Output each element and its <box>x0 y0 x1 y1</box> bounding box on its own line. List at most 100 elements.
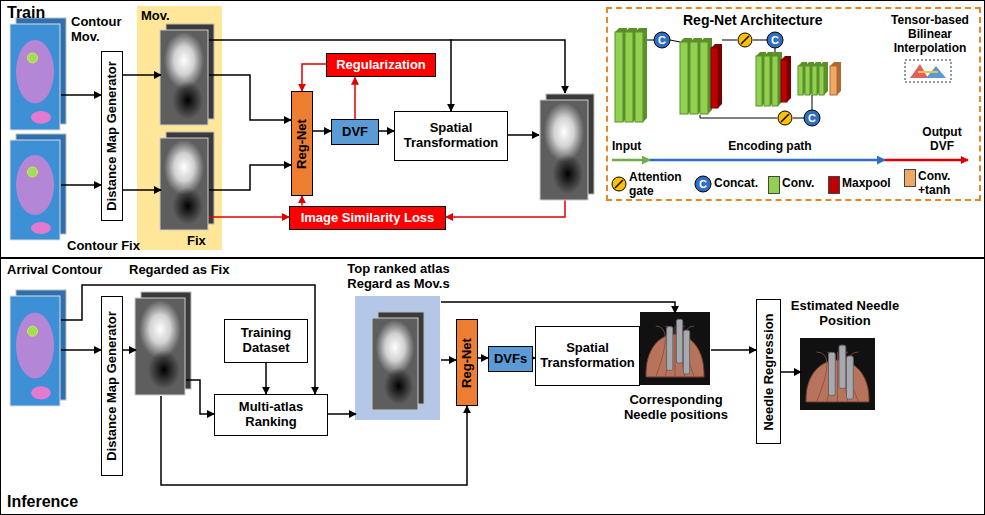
distance-shadow <box>552 154 583 194</box>
network-box: Reg-Net <box>291 91 313 196</box>
concat-letter: C <box>767 32 783 48</box>
drawing-part <box>812 95 813 110</box>
node-label: Top ranked atlas Regard as Mov.s <box>331 262 466 292</box>
node-label: Arrival Contour <box>7 263 127 278</box>
flow-arrow <box>781 371 801 373</box>
layer-slab <box>764 56 770 106</box>
output-arrow <box>885 159 968 162</box>
drawing-part <box>800 338 875 410</box>
node-label: Corresponding Needle positions <box>621 393 731 423</box>
layer-slab <box>756 56 762 106</box>
organ-contour <box>28 167 38 177</box>
drawing-part <box>817 352 828 402</box>
data-box: Training Dataset <box>224 319 308 363</box>
concat-letter: C <box>804 110 820 126</box>
node-label: Mov. <box>141 9 181 24</box>
interpolation-icon <box>918 71 938 73</box>
node-text: DVF <box>342 125 368 140</box>
concat-symbol <box>654 32 670 48</box>
distance-map-image <box>540 94 594 200</box>
legend-text: Maxpool <box>842 177 898 191</box>
concat-symbol <box>695 176 711 192</box>
layer-slab <box>615 32 623 122</box>
drawing-part <box>683 330 689 374</box>
annotation: Encoding path <box>710 140 830 154</box>
layer-slab <box>700 38 712 114</box>
layer-slab <box>819 62 828 95</box>
layer-slab <box>700 42 708 114</box>
layer-slab <box>711 44 722 108</box>
layer-slab <box>635 28 647 122</box>
node-label: Reg-Net Architecture <box>683 12 863 28</box>
organ-contour <box>16 40 54 104</box>
flow-arrow <box>209 75 291 120</box>
needle-render: Estimated Needle Position <box>801 339 876 411</box>
distance-map-image <box>372 312 424 410</box>
fixed-moving-band <box>137 6 222 250</box>
organ-contour <box>16 155 54 215</box>
organ-contour <box>16 313 54 379</box>
flow-arrow <box>186 380 214 414</box>
flow-arrow <box>328 413 356 415</box>
layer-slab <box>819 66 824 95</box>
node-text: Needle Regression <box>761 313 776 430</box>
layer-slab <box>781 56 791 102</box>
contour-image <box>10 290 66 406</box>
node-text: DVFs <box>494 352 527 367</box>
concat-symbol <box>767 32 783 48</box>
panel: Arrival ContourDistance Map Generator Reg… <box>0 258 985 515</box>
distance-shadow <box>148 350 180 389</box>
drawing-part <box>676 319 682 363</box>
image-slice <box>10 24 60 130</box>
contour-image: Contour Mov. <box>11 25 61 131</box>
interpolation-icon <box>905 60 951 82</box>
image-slice <box>160 30 208 125</box>
node-label: Inference <box>7 493 107 511</box>
node-label: Fix <box>187 234 221 249</box>
drawing-part <box>670 40 680 42</box>
flow-arrow <box>61 94 101 96</box>
annotation: Tensor-based Bilinear Interpolation <box>884 14 976 55</box>
image-slice <box>372 318 418 410</box>
node-text: Training Dataset <box>227 326 305 356</box>
contour-image: Contour Fix <box>11 141 61 241</box>
node-text: Reg-Net <box>295 119 310 169</box>
annotation: Output DVF <box>910 126 974 154</box>
distance-glow <box>164 140 204 195</box>
dvf-box: DVF <box>331 119 379 145</box>
layer-slab <box>781 60 787 102</box>
flow-arrow <box>123 349 136 351</box>
fixed-image: Fix <box>161 139 209 231</box>
flow-arrow <box>209 165 291 190</box>
flow-arrow <box>209 216 289 218</box>
distance-glow <box>376 320 415 375</box>
flow-arrow <box>209 40 451 111</box>
distance-glow <box>139 300 181 358</box>
flow-arrow <box>61 285 315 394</box>
flow-arrow <box>302 64 326 91</box>
input-arrow <box>612 159 650 162</box>
layer-slab <box>830 66 837 95</box>
annotation: Input <box>612 140 656 154</box>
drawing-part <box>656 326 666 377</box>
node-label: Contour Fix <box>67 239 157 254</box>
drawing-part <box>829 352 836 395</box>
node-text: Reg-Net <box>460 338 475 388</box>
drawing-part <box>675 326 676 377</box>
concat-letter: C <box>695 176 711 192</box>
generator-box: Distance Map Generator <box>101 51 123 221</box>
process-box: Spatial Transformation <box>535 326 640 386</box>
concat-symbol <box>804 110 820 126</box>
image-slice <box>540 100 588 200</box>
node-label: Contour Mov. <box>71 15 133 45</box>
needle-render: Corresponding Needle positions <box>641 313 711 386</box>
similarity-wire <box>446 200 565 217</box>
attention-gate-symbol <box>612 177 626 191</box>
atlas-band: Top ranked atlas Regard as Mov.s <box>356 297 441 421</box>
generator-box: Distance Map Generator <box>101 296 123 476</box>
organ-contour <box>31 386 51 399</box>
layer-slab <box>805 66 810 95</box>
flow-arrow <box>123 189 161 191</box>
attention-gate-symbol <box>781 114 789 122</box>
